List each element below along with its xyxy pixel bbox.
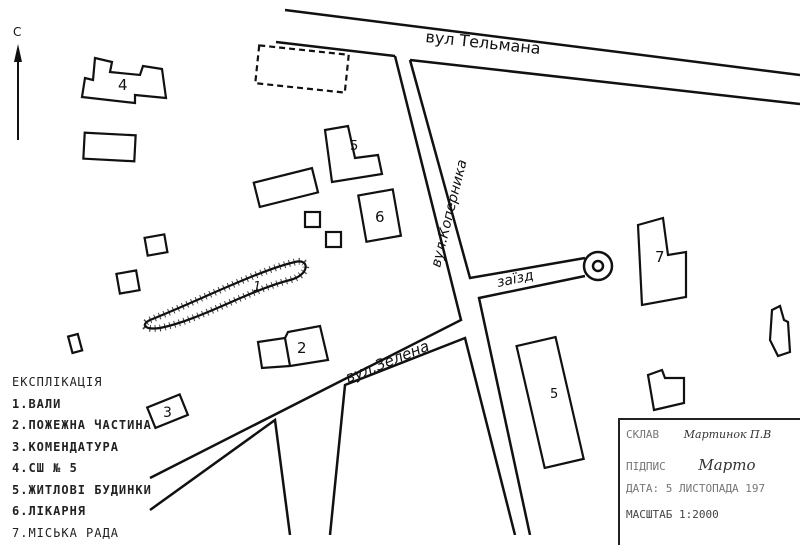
- building-number: 6: [375, 208, 385, 226]
- embankment: [141, 257, 310, 332]
- roads: [149, 8, 800, 535]
- legend: ЕКСПЛІКАЦІЯ 1.ВАЛИ 2.ПОЖЕЖНА ЧАСТИНА 3.К…: [12, 372, 152, 544]
- buildings: [66, 44, 792, 470]
- building: [143, 233, 169, 257]
- road-kopernyka-east-edge: [408, 59, 586, 280]
- road-kopernyka-west-edge: [149, 55, 463, 480]
- building: [252, 166, 320, 209]
- building-hospital: [357, 188, 403, 244]
- road-zaizd-south-edge: [477, 274, 586, 535]
- road-lane: [149, 417, 292, 535]
- building-number: 1: [253, 280, 261, 295]
- road-zelena-south-edge: [328, 336, 517, 535]
- legend-item: 7.МІСЬКА РАДА: [12, 525, 119, 540]
- street-label-zaizd: заїзд: [496, 268, 536, 291]
- building-housing: [323, 124, 384, 184]
- title-block: СКЛАВ Мартинок П.В ПІДПИС Марто ДАТА: 5 …: [618, 418, 800, 545]
- scale: МАСШТАБ 1:2000: [626, 508, 719, 521]
- building: [66, 332, 84, 355]
- legend-item: 3.КОМЕНДАТУРА: [12, 439, 119, 454]
- legend-item: 5.ЖИТЛОВІ БУДИНКИ: [12, 482, 152, 497]
- signature: Марто: [698, 456, 756, 474]
- building-city-council: [636, 216, 688, 307]
- roundabout: [582, 250, 614, 282]
- author-label: СКЛАВ: [626, 428, 660, 441]
- legend-item: 1.ВАЛИ: [12, 396, 62, 411]
- building-fire-station: [256, 324, 330, 370]
- building-planned: [254, 44, 350, 94]
- building-number: 2: [297, 339, 307, 357]
- signature-label: ПІДПИС: [626, 460, 666, 473]
- building-school: [80, 56, 168, 105]
- building: [646, 368, 686, 412]
- road-telmana-south-edge: [409, 58, 800, 106]
- building-number: 5: [350, 139, 358, 154]
- road-edge: [275, 40, 396, 58]
- street-label-zelena: вул.Зелена: [343, 337, 432, 387]
- signature-row: ПІДПИС Марто: [626, 456, 756, 474]
- street-label-telmana: вул Тельмана: [425, 27, 542, 58]
- building-number: 4: [118, 76, 128, 94]
- building-number: 3: [163, 405, 172, 421]
- legend-item: 2.ПОЖЕЖНА ЧАСТИНА: [12, 418, 152, 432]
- building: [324, 230, 343, 249]
- date: ДАТА: 5 ЛИСТОПАДА 197: [626, 482, 766, 495]
- author-name: Мартинок П.В: [683, 428, 772, 441]
- building-commandant: [145, 393, 190, 430]
- building-housing: [515, 335, 585, 470]
- north-arrow: [14, 44, 22, 140]
- legend-item: 6.ЛІКАРНЯ: [12, 504, 87, 518]
- building: [115, 269, 141, 295]
- building-number: 5: [550, 387, 558, 402]
- building-number: 7: [655, 248, 665, 266]
- building: [768, 304, 792, 358]
- road-telmana-north-edge: [284, 8, 800, 77]
- author-row: СКЛАВ Мартинок П.В: [626, 428, 771, 441]
- legend-title: ЕКСПЛІКАЦІЯ: [12, 375, 103, 389]
- building: [303, 210, 322, 229]
- building: [82, 131, 137, 163]
- legend-item: 4.СШ № 5: [12, 461, 78, 475]
- north-label: С: [13, 25, 21, 39]
